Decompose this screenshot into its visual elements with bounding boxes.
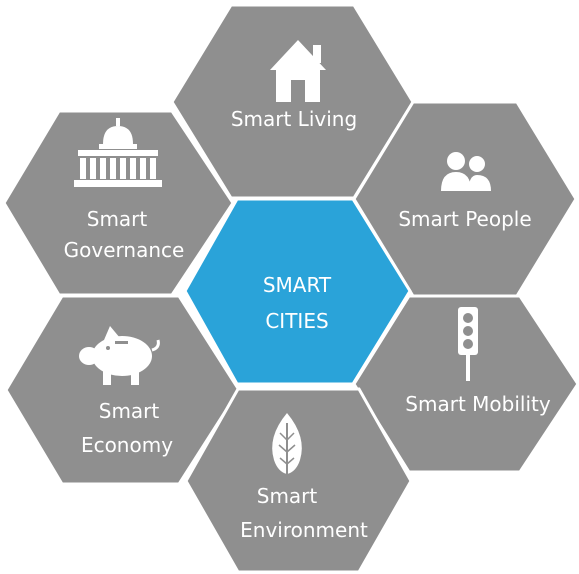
economy-hexagon xyxy=(4,294,241,486)
segment-smart-governance: Smart Governance xyxy=(2,109,235,297)
center-smart-cities: SMART CITIES xyxy=(183,197,412,386)
center-hexagon xyxy=(183,197,412,386)
segment-smart-economy: Smart Economy xyxy=(4,294,241,486)
house-icon xyxy=(270,40,326,102)
traffic-light-icon xyxy=(458,307,478,381)
people-icon xyxy=(441,152,491,191)
piggy-bank-icon xyxy=(79,326,160,385)
living-label: Smart Living xyxy=(231,107,357,131)
capitol-building-icon xyxy=(74,118,162,187)
center-label-line1: SMART xyxy=(263,273,332,297)
economy-label-line1: Smart xyxy=(99,399,160,423)
leaf-icon xyxy=(272,413,302,484)
people-label: Smart People xyxy=(398,207,531,231)
segment-smart-environment: Smart Environment xyxy=(184,387,413,574)
governance-label-line2: Governance xyxy=(64,238,185,262)
environment-label-line2: Environment xyxy=(240,518,368,542)
governance-label-line1: Smart xyxy=(87,207,148,231)
center-label-line2: CITIES xyxy=(265,309,328,333)
economy-label-line2: Economy xyxy=(81,433,173,457)
environment-label-line1: Smart xyxy=(257,484,318,508)
mobility-label: Smart Mobility xyxy=(405,392,551,416)
segment-smart-mobility: Smart Mobility xyxy=(352,294,579,474)
environment-hexagon xyxy=(184,387,413,574)
